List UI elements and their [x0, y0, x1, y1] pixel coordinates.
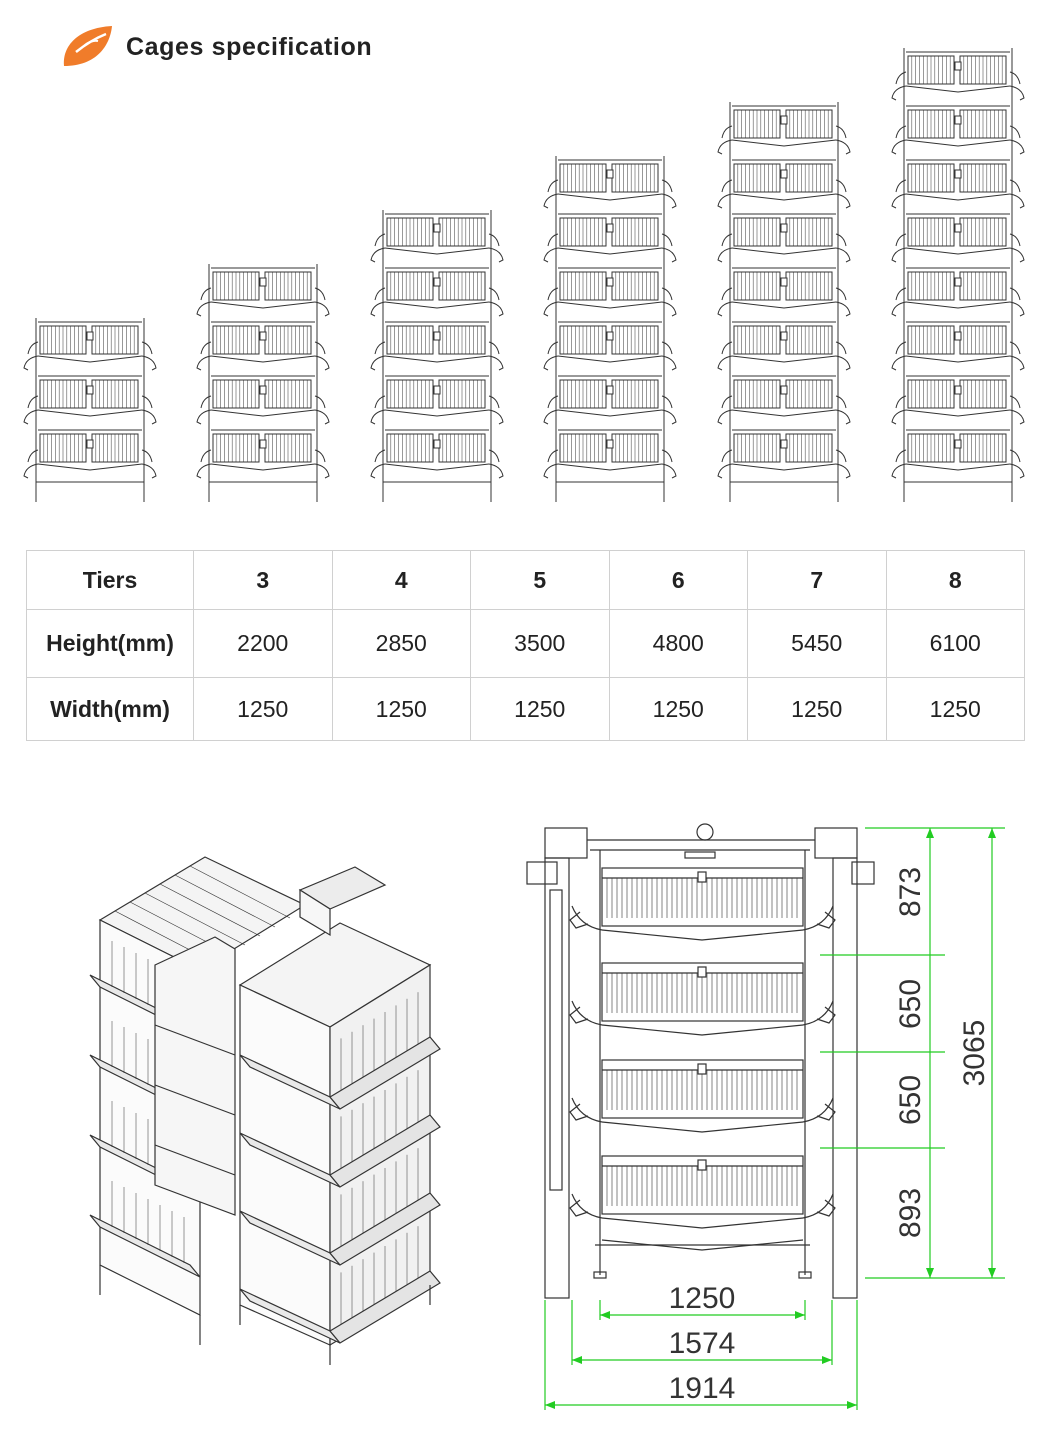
cage-elevation [23, 318, 157, 502]
table-cell: 5450 [747, 609, 887, 678]
cage-elevation [370, 210, 504, 502]
table-cell: 7 [747, 550, 887, 610]
table-cell: 5 [470, 550, 610, 610]
dim-1914-label: 1914 [669, 1372, 736, 1405]
spec-table: Tiers 3 4 5 6 7 8 Height(mm) 2200 2850 3… [26, 550, 1025, 741]
table-cell: 1250 [331, 677, 471, 741]
table-cell: 1250 [608, 677, 748, 741]
page-header: Cages specification [60, 22, 372, 72]
page-title: Cages specification [126, 32, 373, 61]
table-cell: 2850 [331, 609, 471, 678]
cage-elevation [196, 264, 330, 502]
table-row: Height(mm) 2200 2850 3500 4800 5450 6100 [26, 609, 1025, 678]
table-cell: 4 [331, 550, 471, 610]
table-row: Width(mm) 1250 1250 1250 1250 1250 1250 [26, 677, 1025, 741]
table-cell: Height(mm) [26, 609, 194, 678]
cage-elevation [543, 156, 677, 502]
table-cell: 3 [193, 550, 333, 610]
table-cell: 3500 [470, 609, 610, 678]
dim-3065-label: 3065 [958, 1020, 991, 1087]
table-cell: 1250 [747, 677, 887, 741]
table-cell: 8 [885, 550, 1025, 610]
table-cell: 1250 [470, 677, 610, 741]
table-cell: 6 [608, 550, 748, 610]
table-cell: 1250 [193, 677, 333, 741]
front-elevation-drawing: 873 650 650 893 3065 1250 1574 1914 [526, 823, 1005, 1410]
dim-650-bottom-label: 650 [894, 1075, 927, 1125]
cage-elevation [891, 48, 1025, 502]
table-cell: 1250 [885, 677, 1025, 741]
cage-elevation [717, 102, 851, 502]
dim-893-label: 893 [894, 1188, 927, 1238]
dim-873-label: 873 [894, 867, 927, 917]
isometric-cage-illustration [89, 856, 441, 1365]
cage-elevations [23, 48, 1025, 502]
dim-650-top-label: 650 [894, 979, 927, 1029]
table-cell: 6100 [885, 609, 1025, 678]
table-header-row: Tiers 3 4 5 6 7 8 [26, 550, 1025, 610]
table-cell: Width(mm) [26, 677, 194, 741]
dim-1250-label: 1250 [669, 1282, 736, 1315]
table-cell: 4800 [608, 609, 748, 678]
orange-leaf-logo-icon [63, 26, 112, 66]
table-cell: 2200 [193, 609, 333, 678]
dim-1574-label: 1574 [669, 1327, 736, 1360]
table-cell: Tiers [26, 550, 194, 610]
